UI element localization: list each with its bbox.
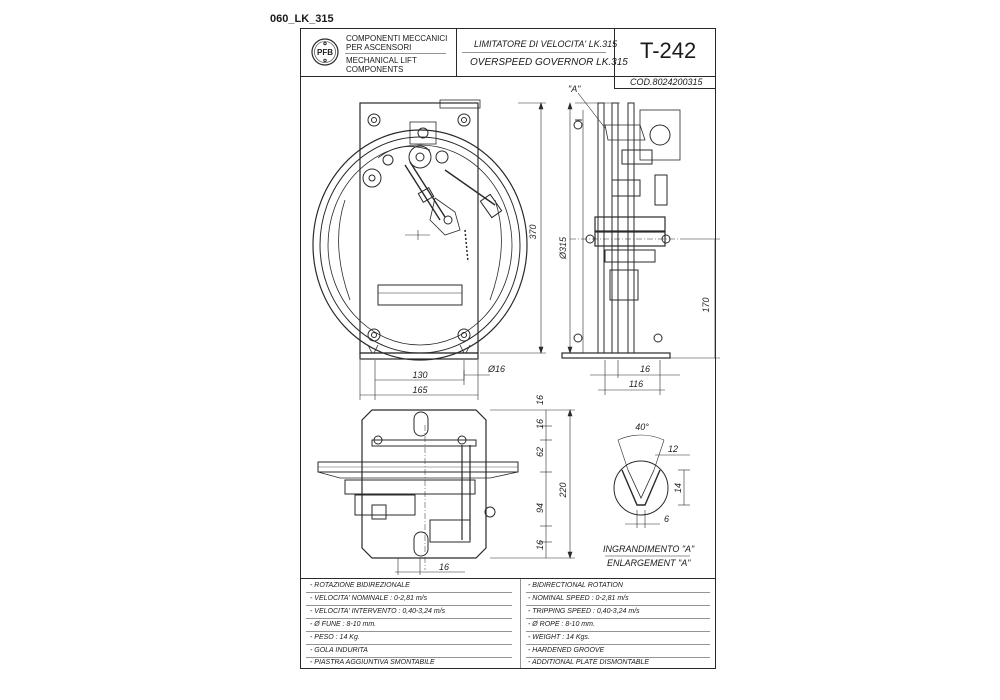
- dim-groove-14: 14: [673, 483, 683, 493]
- detail-label-a: "A": [568, 84, 581, 94]
- side-view: [561, 102, 681, 359]
- front-view: [312, 99, 528, 361]
- spec-en-1: - NOMINAL SPEED : 0-2,81 m/s: [528, 595, 629, 602]
- dim-plan-94: 94: [535, 503, 545, 513]
- spec-en-3: - Ø ROPE : 8-10 mm.: [528, 621, 595, 628]
- dim-groove-angle: 40°: [635, 422, 649, 432]
- sheet-frame: [300, 28, 716, 669]
- logo-letters: PFB: [317, 48, 333, 57]
- side-dimensions: [567, 92, 720, 395]
- spec-en-0: - BIDIRECTIONAL ROTATION: [528, 582, 623, 589]
- dim-dia-16: Ø16: [487, 364, 505, 374]
- product-title-en: OVERSPEED GOVERNOR LK.315: [470, 57, 628, 68]
- spec-en-2: - TRIPPING SPEED : 0,40-3,24 m/s: [528, 608, 640, 615]
- spec-table: [300, 555, 715, 668]
- spec-it-4: - PESO : 14 Kg.: [310, 634, 360, 641]
- dim-plan-62: 62: [535, 447, 545, 457]
- spec-it-5: - GOLA INDURITA: [310, 647, 368, 654]
- product-cod: COD.8024200315: [630, 77, 703, 87]
- spec-en-6: - ADDITIONAL PLATE DISMONTABLE: [528, 659, 650, 666]
- spec-en-4: - WEIGHT : 14 Kgs.: [528, 634, 590, 641]
- enlargement-label-it: INGRANDIMENTO "A": [603, 544, 695, 554]
- dim-plan-16-b: 16: [535, 419, 545, 429]
- dim-groove-6: 6: [664, 514, 669, 524]
- spec-it-0: - ROTAZIONE BIDIREZIONALE: [310, 582, 410, 589]
- dim-plan-16-c: 16: [535, 540, 545, 550]
- pfb-logo-seal: [311, 38, 339, 66]
- spec-en-5: - HARDENED GROOVE: [528, 647, 605, 654]
- dim-130: 130: [412, 370, 427, 380]
- spec-it-6: - PIASTRA AGGIUNTIVA SMONTABILE: [310, 659, 435, 666]
- spec-it-2: - VELOCITA' INTERVENTO : 0,40-3,24 m/s: [310, 608, 446, 615]
- company-it-line1: COMPONENTI MECCANICI: [346, 34, 448, 43]
- dim-side-116: 116: [629, 379, 643, 389]
- enlargement-label-en: ENLARGEMENT "A": [607, 558, 691, 568]
- dim-side-170: 170: [701, 297, 711, 312]
- sheet-reference: 060_LK_315: [270, 13, 334, 25]
- dim-side-16: 16: [640, 364, 650, 374]
- plan-dimensions: [490, 409, 575, 559]
- dim-plan-16-bottom: 16: [439, 562, 449, 572]
- spec-it-3: - Ø FUNE : 8-10 mm.: [310, 621, 377, 628]
- dim-plan-16-a: 16: [535, 395, 545, 405]
- drawing-code: T-242: [640, 38, 697, 63]
- groove-detail: [613, 434, 690, 528]
- company-it-line2: PER ASCENSORI: [346, 43, 412, 52]
- company-en-line2: COMPONENTS: [346, 65, 404, 74]
- front-dimensions: [359, 102, 546, 400]
- dim-165: 165: [412, 385, 428, 395]
- product-title-it: LIMITATORE DI VELOCITA' LK.315: [474, 39, 618, 49]
- dim-370: 370: [528, 224, 538, 239]
- dim-dia-315: Ø315: [558, 236, 568, 260]
- dim-plan-220: 220: [558, 482, 568, 498]
- company-en-line1: MECHANICAL LIFT: [346, 56, 417, 65]
- dim-groove-12: 12: [668, 444, 678, 454]
- spec-it-1: - VELOCITA' NOMINALE : 0-2,81 m/s: [310, 595, 428, 602]
- plan-view: [317, 409, 519, 575]
